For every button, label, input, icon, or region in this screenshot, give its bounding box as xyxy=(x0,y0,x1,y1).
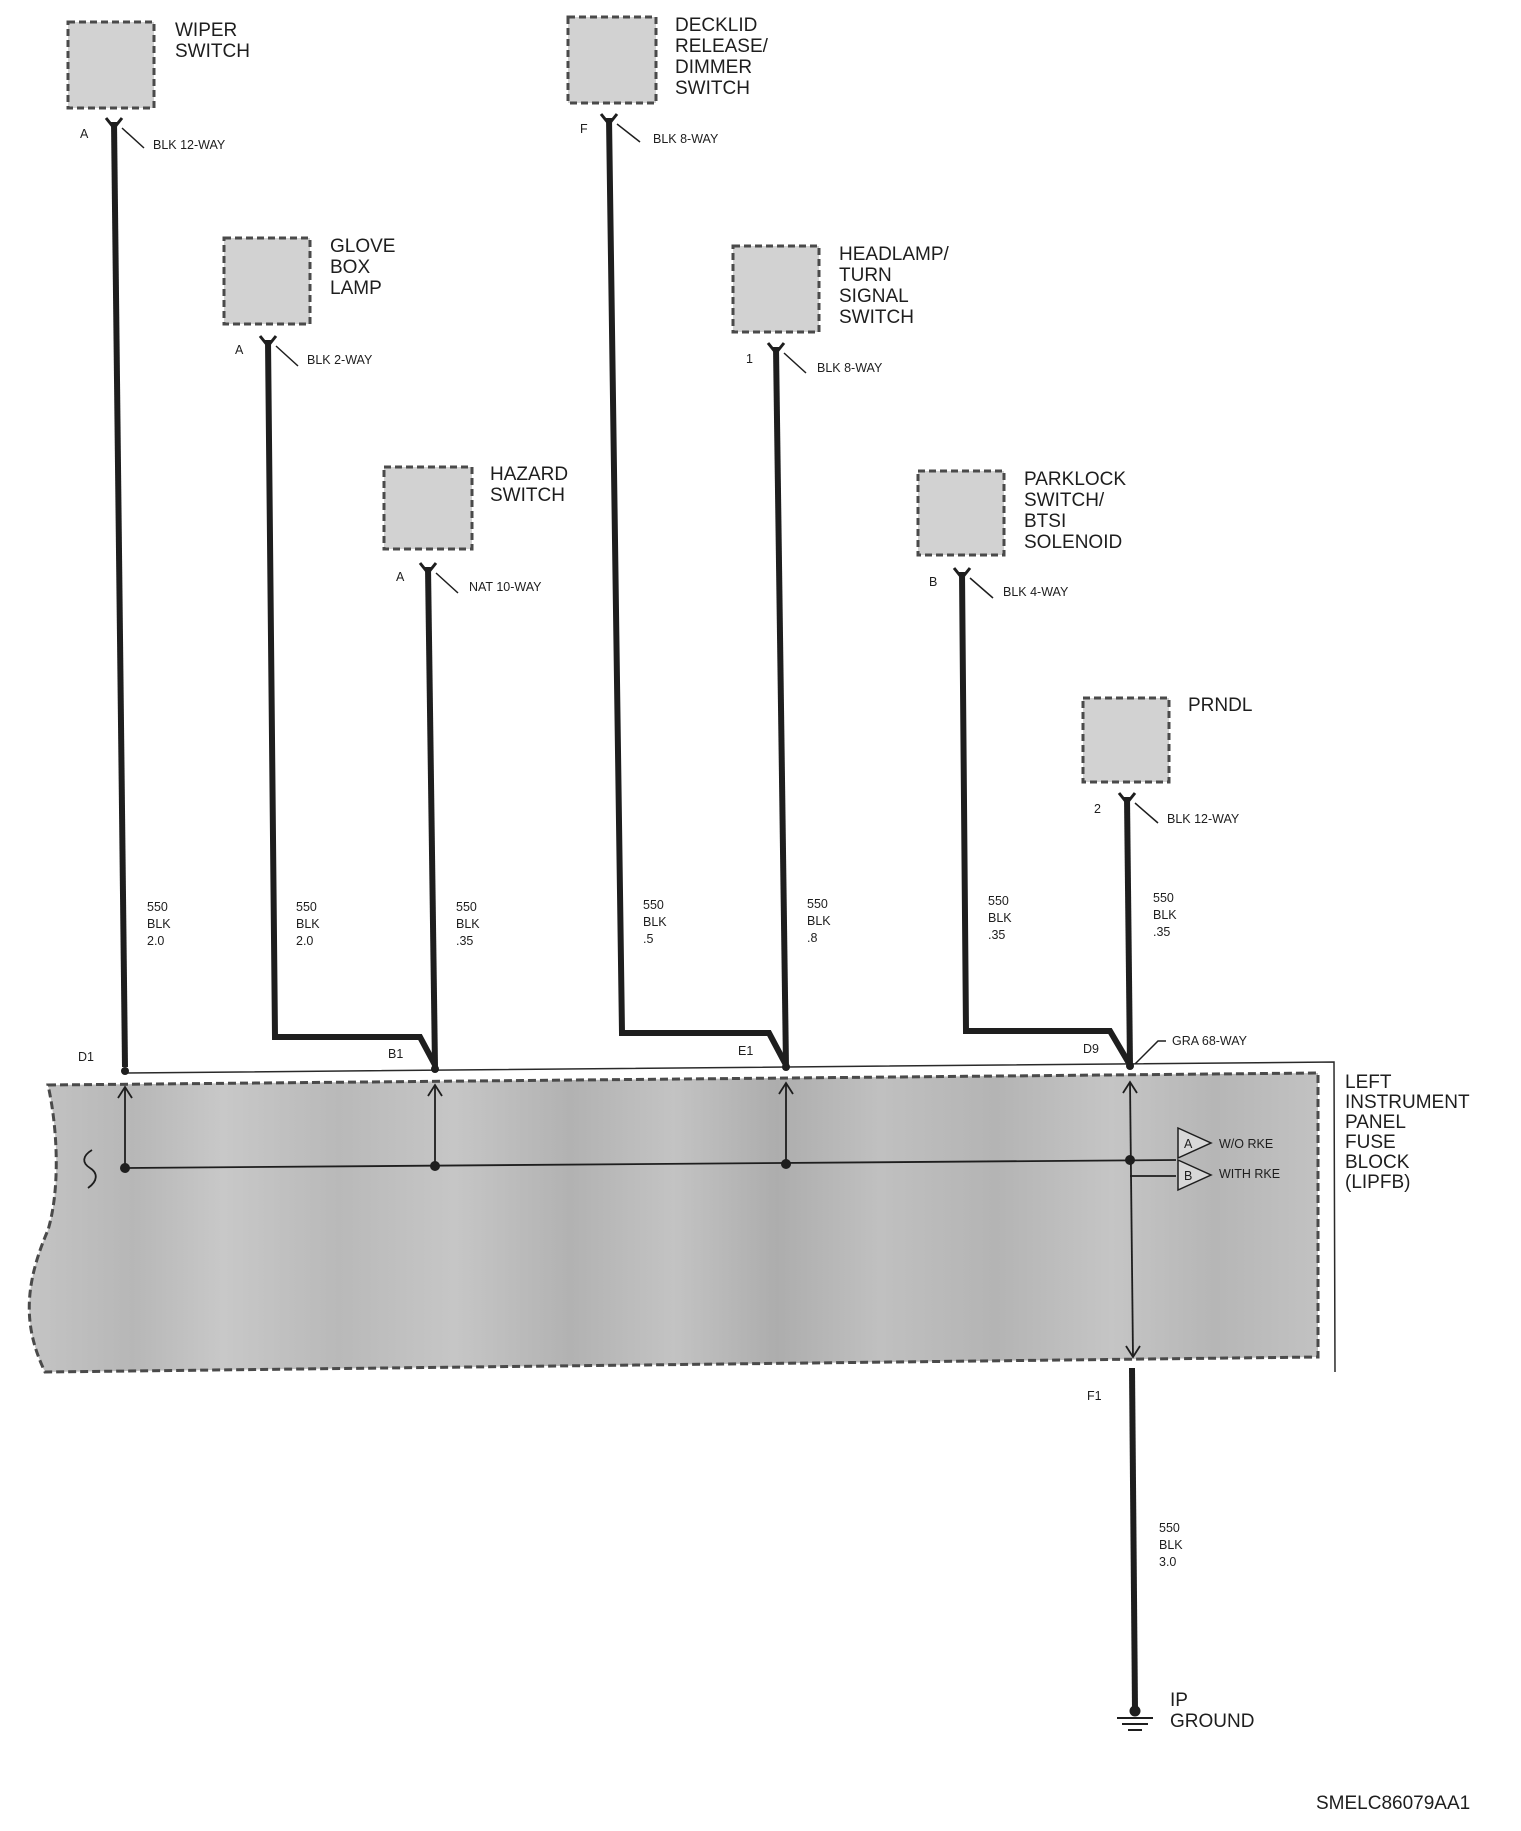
arrowhead-d1 xyxy=(117,1085,133,1099)
internal-link-d9 xyxy=(1129,1081,1134,1358)
ground-label: IP GROUND xyxy=(1170,1690,1254,1732)
wire-parklock xyxy=(959,571,1133,1067)
decklid-pin: F xyxy=(580,122,588,136)
break-symbol xyxy=(83,1149,97,1189)
fuse-block-body xyxy=(27,1071,1320,1374)
pin-d1: D1 xyxy=(78,1050,94,1064)
headlamp-connector-cap xyxy=(766,342,786,356)
prndl-connector-label: BLK 12-WAY xyxy=(1167,812,1240,826)
fuse-block-outline xyxy=(124,1061,1336,1373)
wiper-connector-cap xyxy=(104,117,124,131)
option-b-text: WITH RKE xyxy=(1219,1167,1280,1181)
bus-dot-b1 xyxy=(430,1161,440,1171)
wire-spec-glove: 550 BLK 2.0 xyxy=(296,900,323,948)
wire-spec-hazard: 550 BLK .35 xyxy=(456,900,483,948)
arrowhead-d9-top xyxy=(1122,1080,1138,1094)
hazard-connector-cap xyxy=(418,562,438,576)
glove-pin: A xyxy=(235,343,244,357)
ground-icon xyxy=(1117,1717,1153,1731)
glove-connector-label: BLK 2-WAY xyxy=(307,353,373,367)
option-b-letter: B xyxy=(1184,1169,1192,1183)
headlamp-connector-label: BLK 8-WAY xyxy=(817,361,883,375)
wiper-switch-label: WIPER SWITCH xyxy=(175,20,250,62)
headlamp-switch-label: HEADLAMP/ TURN SIGNAL SWITCH xyxy=(839,244,954,328)
decklid-switch-box xyxy=(566,15,658,105)
glove-connector-cap xyxy=(258,335,278,349)
fuse-connector-leader xyxy=(1134,1040,1166,1065)
decklid-switch-label: DECKLID RELEASE/ DIMMER SWITCH xyxy=(675,15,773,99)
glove-connector-leader xyxy=(275,345,299,367)
parklock-connector-label: BLK 4-WAY xyxy=(1003,585,1069,599)
wire-ground xyxy=(1129,1367,1138,1711)
arrowhead-b1 xyxy=(427,1083,443,1097)
ground-dot xyxy=(1129,1705,1141,1717)
hazard-connector-label: NAT 10-WAY xyxy=(469,580,542,594)
wire-spec-prndl: 550 BLK .35 xyxy=(1153,891,1180,939)
decklid-connector-cap xyxy=(599,113,619,127)
wire-spec-headlamp: 550 BLK .8 xyxy=(807,897,834,945)
pin-f1: F1 xyxy=(1087,1389,1102,1403)
option-b-triangle xyxy=(1177,1158,1213,1192)
wire-glove xyxy=(265,339,438,1067)
internal-bus xyxy=(124,1159,1177,1169)
wire-spec-wiper: 550 BLK 2.0 xyxy=(147,900,174,948)
wiper-switch-box xyxy=(66,20,156,110)
prndl-pin: 2 xyxy=(1094,802,1101,816)
pin-b1: B1 xyxy=(388,1047,403,1061)
wire-headlamp xyxy=(773,346,789,1068)
pin-d9: D9 xyxy=(1083,1042,1099,1056)
wiper-connector-leader xyxy=(121,127,145,149)
option-a-letter: A xyxy=(1184,1137,1193,1151)
option-a-text: W/O RKE xyxy=(1219,1137,1273,1151)
wire-hazard xyxy=(425,566,438,1068)
entry-dot-e1 xyxy=(782,1063,790,1071)
decklid-connector-label: BLK 8-WAY xyxy=(653,132,719,146)
entry-dot-b1 xyxy=(431,1065,439,1073)
parklock-connector-leader xyxy=(969,577,994,599)
decklid-connector-leader xyxy=(616,123,641,143)
fuse-connector-label: GRA 68-WAY xyxy=(1172,1034,1248,1048)
wire-spec-ground: 550 BLK 3.0 xyxy=(1159,1521,1186,1569)
hazard-switch-label: HAZARD SWITCH xyxy=(490,464,573,506)
headlamp-switch-box xyxy=(731,244,821,334)
prndl-label: PRNDL xyxy=(1188,695,1252,716)
parklock-pin: B xyxy=(929,575,937,589)
hazard-connector-leader xyxy=(435,572,459,594)
entry-dot-d1 xyxy=(121,1067,129,1075)
prndl-connector-leader xyxy=(1134,802,1159,824)
headlamp-connector-leader xyxy=(783,352,807,374)
parklock-switch-label: PARKLOCK SWITCH/ BTSI SOLENOID xyxy=(1024,469,1131,553)
wire-wiper xyxy=(111,121,128,1068)
bus-dot-d9 xyxy=(1125,1155,1135,1165)
wire-prndl xyxy=(1124,796,1133,1068)
glove-box-lamp-box xyxy=(222,236,312,326)
pin-e1: E1 xyxy=(738,1044,753,1058)
wire-spec-decklid: 550 BLK .5 xyxy=(643,898,670,946)
arrowhead-d9-bottom xyxy=(1125,1345,1141,1359)
hazard-switch-box xyxy=(382,465,474,551)
arrowhead-e1 xyxy=(778,1081,794,1095)
wire-spec-parklock: 550 BLK .35 xyxy=(988,894,1015,942)
prndl-connector-cap xyxy=(1117,792,1137,806)
glove-box-lamp-label: GLOVE BOX LAMP xyxy=(330,236,401,299)
entry-dot-d9 xyxy=(1126,1062,1134,1070)
parklock-connector-cap xyxy=(952,567,972,581)
figure-id: SMELC86079AA1 xyxy=(1316,1793,1470,1814)
bus-dot-d1 xyxy=(120,1163,130,1173)
wire-decklid xyxy=(606,117,789,1067)
wiper-pin: A xyxy=(80,127,89,141)
fuse-block-name: LEFT INSTRUMENT PANEL FUSE BLOCK (LIPFB) xyxy=(1345,1072,1475,1193)
prndl-box xyxy=(1081,696,1171,784)
option-a-triangle xyxy=(1177,1126,1213,1160)
hazard-pin: A xyxy=(396,570,405,584)
parklock-switch-box xyxy=(916,469,1006,557)
headlamp-pin: 1 xyxy=(746,352,753,366)
wiper-connector-label: BLK 12-WAY xyxy=(153,138,226,152)
bus-dot-e1 xyxy=(781,1159,791,1169)
